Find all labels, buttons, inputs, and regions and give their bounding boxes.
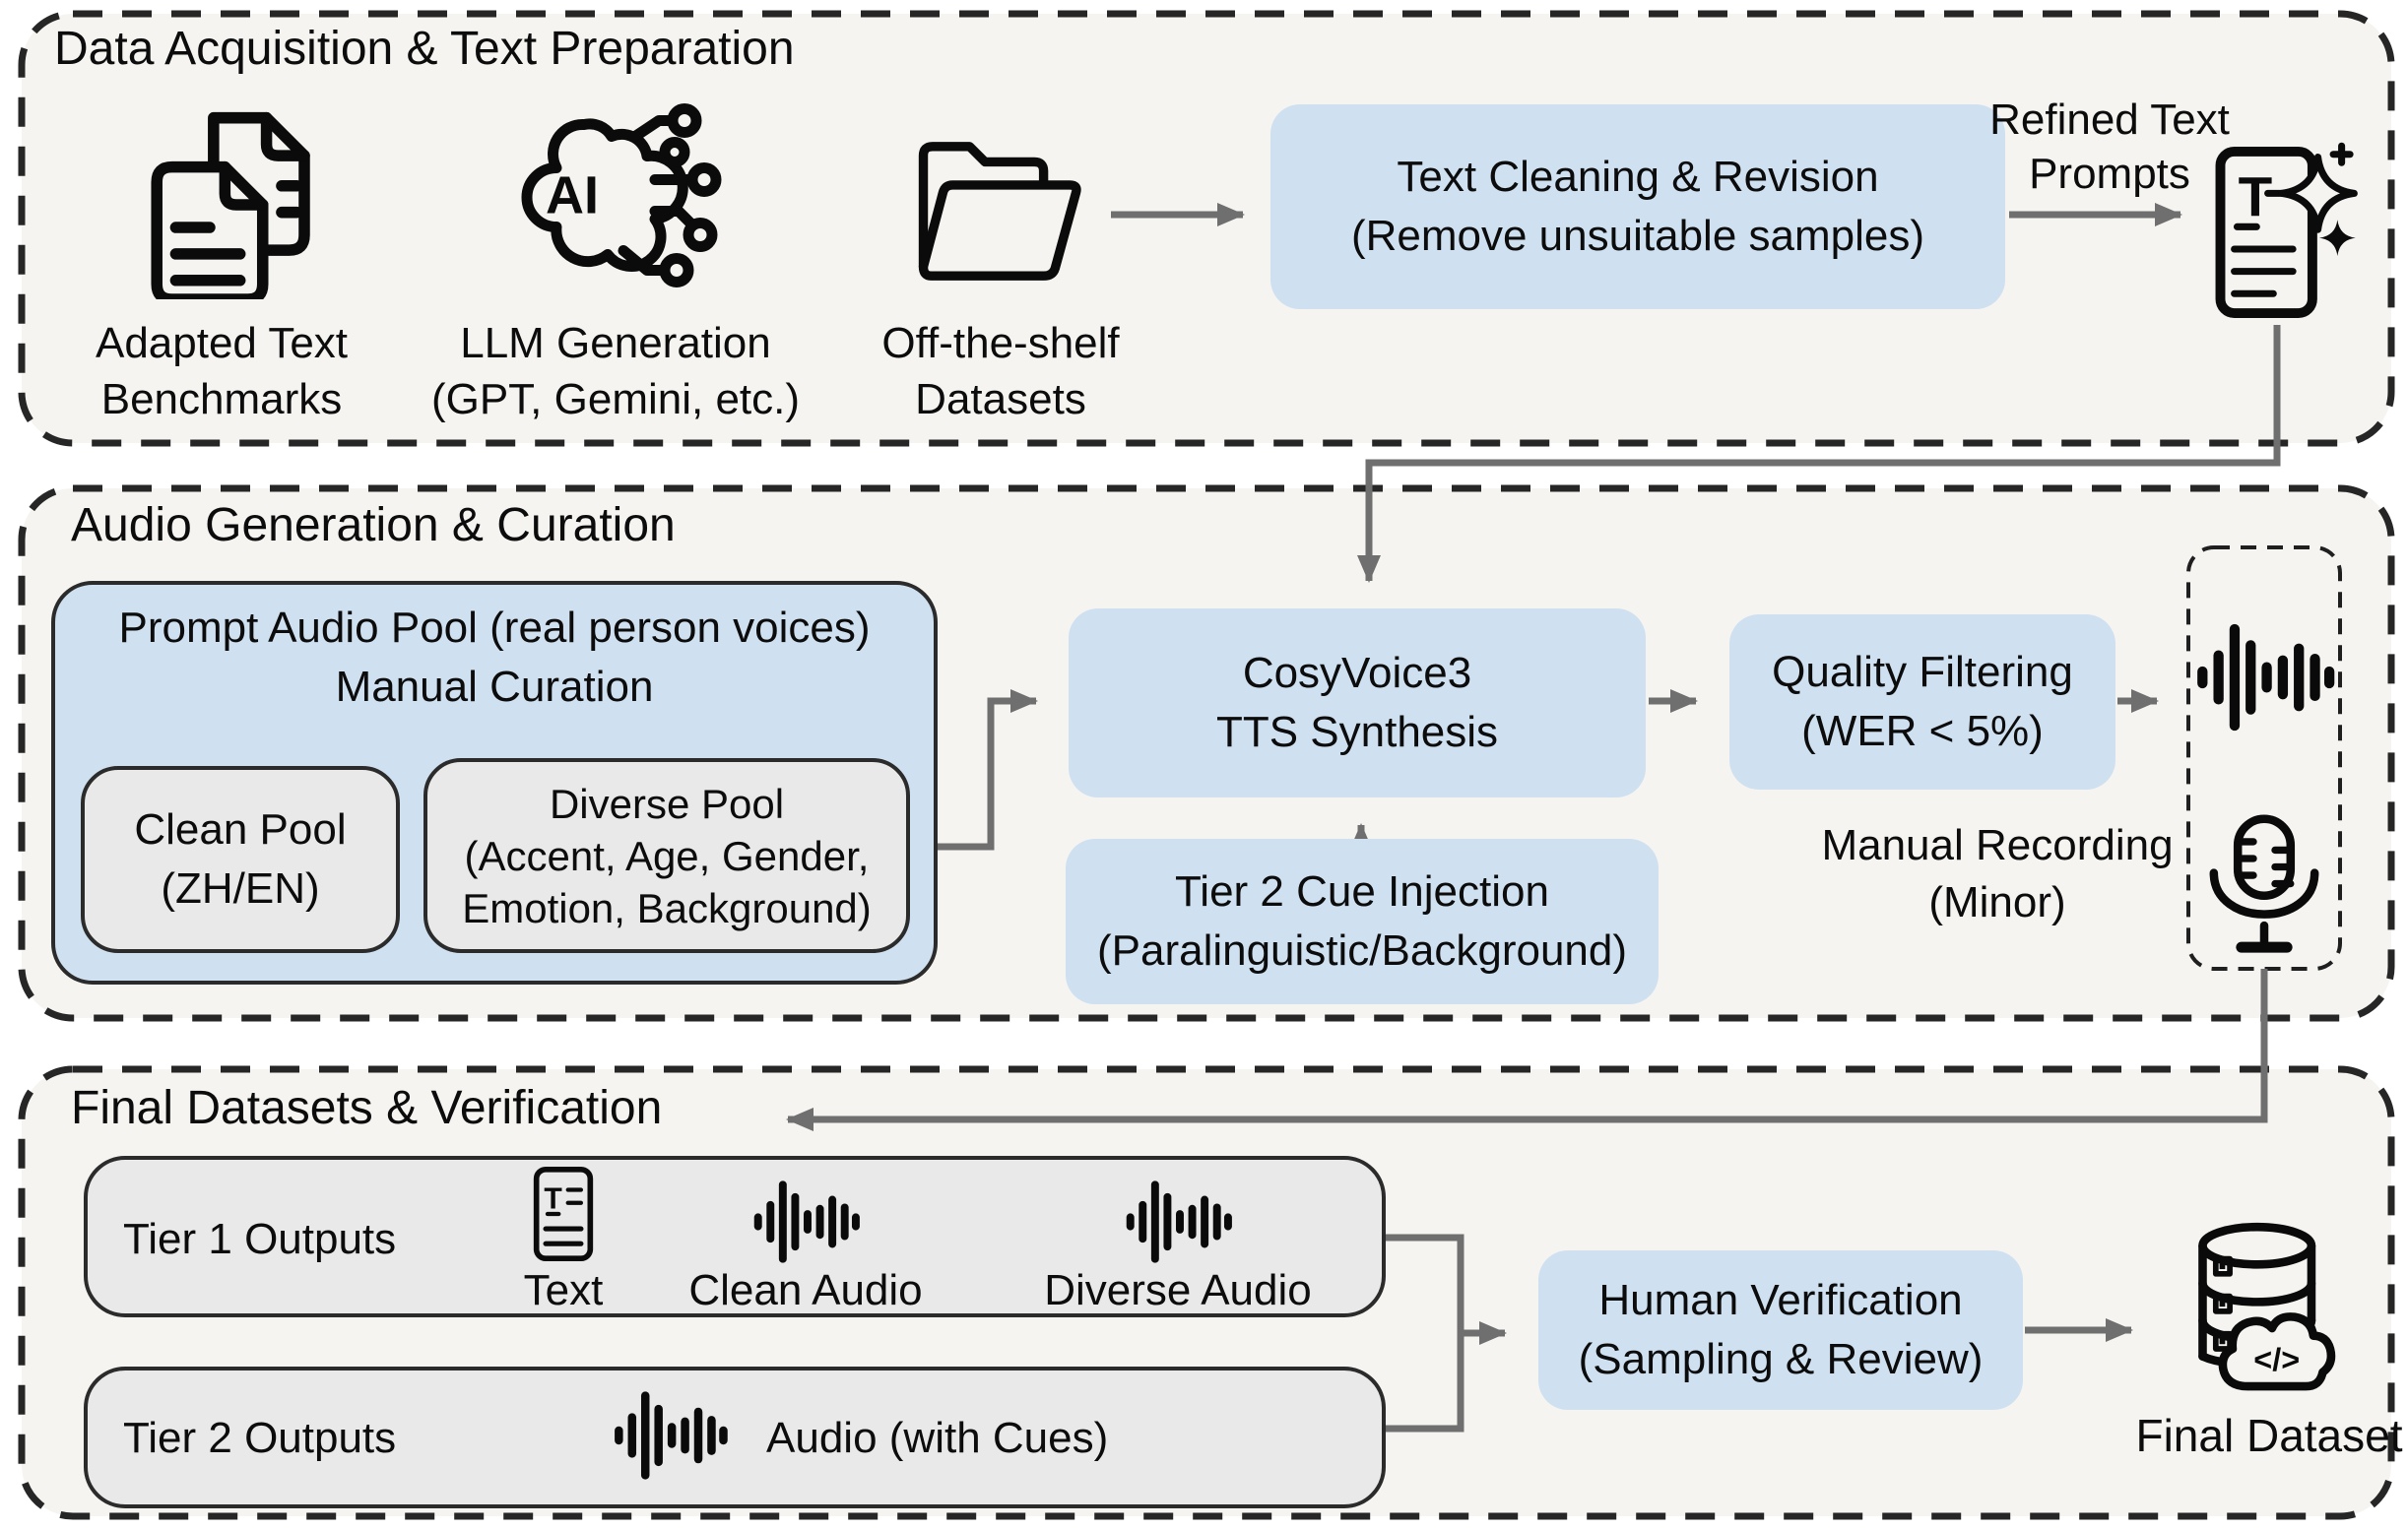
- prompt-pool-line2: Manual Curation: [335, 663, 654, 711]
- arrow-recording-to-final-section: [786, 969, 2268, 1131]
- documents-icon: [151, 111, 310, 299]
- source-datasets-line1: Off-the-shelf: [881, 319, 1120, 367]
- source-llm-line1: LLM Generation: [460, 319, 771, 367]
- manual-recording-line1: Manual Recording: [1821, 821, 2174, 869]
- text-cleaning-box: Text Cleaning & Revision (Remove unsuita…: [1270, 104, 2005, 309]
- cosyvoice-tts-box: CosyVoice3 TTS Synthesis: [1069, 608, 1646, 797]
- refined-prompts-doc-icon: T: [2215, 142, 2358, 319]
- tts-line1: CosyVoice3: [1242, 649, 1472, 697]
- section-title-final-datasets: Final Datasets & Verification: [71, 1082, 663, 1134]
- verification-line2: (Sampling & Review): [1578, 1335, 1984, 1383]
- human-verification-box: Human Verification (Sampling & Review): [1538, 1250, 2023, 1410]
- prompt-pool-line1: Prompt Audio Pool (real person voices): [118, 604, 871, 652]
- refined-text-line1: Refined Text: [1989, 96, 2230, 144]
- audio-waveform-icon: [2192, 612, 2336, 742]
- refined-text-line2: Prompts: [2029, 150, 2190, 198]
- refined-doc-t-glyph: T: [2239, 165, 2273, 227]
- clean-pool-line1: Clean Pool: [134, 805, 347, 854]
- source-benchmarks-line2: Benchmarks: [100, 375, 343, 423]
- source-label-datasets: Off-the-shelf Datasets: [881, 315, 1119, 427]
- final-dataset-label: Final Dataset: [2135, 1410, 2403, 1461]
- ai-icon-label: AI: [546, 166, 599, 225]
- text-cleaning-line2: (Remove unsuitable samples): [1350, 212, 1925, 260]
- diverse-pool-line2: (Accent, Age, Gender,: [464, 832, 870, 879]
- source-datasets-line2: Datasets: [915, 375, 1086, 423]
- text-doc-icon: T: [533, 1166, 594, 1262]
- manual-recording-label: Manual Recording (Minor): [1821, 817, 2173, 931]
- source-llm-line2: (GPT, Gemini, etc.): [430, 375, 801, 423]
- diverse-pool-line1: Diverse Pool: [549, 780, 785, 827]
- section-data-acquisition-panel: [18, 10, 2395, 447]
- source-benchmarks-line1: Adapted Text: [95, 319, 349, 367]
- source-label-llm: LLM Generation (GPT, Gemini, etc.): [431, 315, 800, 427]
- recording-dashed-box: [2186, 545, 2342, 971]
- diverse-pool-line3: Emotion, Background): [462, 884, 872, 931]
- arrow-pool-to-tts: [938, 689, 1038, 851]
- diverse-pool-box: Diverse Pool (Accent, Age, Gender, Emoti…: [423, 758, 910, 953]
- ai-brain-icon: AI: [521, 103, 722, 287]
- tts-line2: TTS Synthesis: [1215, 708, 1499, 756]
- tier2-cue-injection-box: Tier 2 Cue Injection (Paralinguistic/Bac…: [1066, 839, 1659, 1004]
- tier1-item-diverse-audio-label: Diverse Audio: [1044, 1266, 1312, 1314]
- section-title-data-acquisition: Data Acquisition & Text Preparation: [54, 23, 795, 75]
- text-cleaning-line1: Text Cleaning & Revision: [1397, 153, 1879, 201]
- diverse-audio-waveform-icon: [1105, 1179, 1251, 1264]
- cloud-code-glyph: </>: [2253, 1342, 2300, 1377]
- quality-filtering-box: Quality Filtering (WER < 5%): [1729, 614, 2115, 790]
- cue-line2: (Paralinguistic/Background): [1096, 926, 1628, 975]
- verification-line1: Human Verification: [1598, 1276, 1963, 1324]
- database-cloud-icon: </>: [2198, 1222, 2336, 1391]
- cue-line1: Tier 2 Cue Injection: [1175, 867, 1549, 916]
- section-title-audio-generation: Audio Generation & Curation: [71, 499, 676, 551]
- clean-pool-line2: (ZH/EN): [161, 864, 320, 913]
- tier2-outputs-box: [84, 1367, 1386, 1508]
- tier1-item-text-label: Text: [523, 1266, 604, 1314]
- source-label-benchmarks: Adapted Text Benchmarks: [96, 315, 348, 427]
- tier2-outputs-label: Tier 2 Outputs: [123, 1414, 397, 1462]
- folder-icon: [918, 142, 1081, 281]
- tier2-item-audio-label: Audio (with Cues): [766, 1414, 1109, 1462]
- arrow-refined-to-tts: [1357, 325, 2281, 583]
- clean-audio-waveform-icon: [733, 1179, 879, 1264]
- refined-text-label: Refined Text Prompts: [1989, 93, 2230, 201]
- tier1-item-clean-audio-label: Clean Audio: [688, 1266, 923, 1314]
- tier1-outputs-label: Tier 1 Outputs: [123, 1215, 397, 1263]
- text-doc-t-glyph: T: [544, 1182, 562, 1215]
- clean-pool-box: Clean Pool (ZH/EN): [81, 766, 400, 953]
- manual-recording-line2: (Minor): [1928, 878, 2066, 926]
- cued-audio-waveform-icon: [597, 1390, 743, 1481]
- quality-line1: Quality Filtering: [1772, 648, 2073, 696]
- microphone-icon: [2209, 814, 2319, 953]
- quality-line2: (WER < 5%): [1801, 707, 2044, 755]
